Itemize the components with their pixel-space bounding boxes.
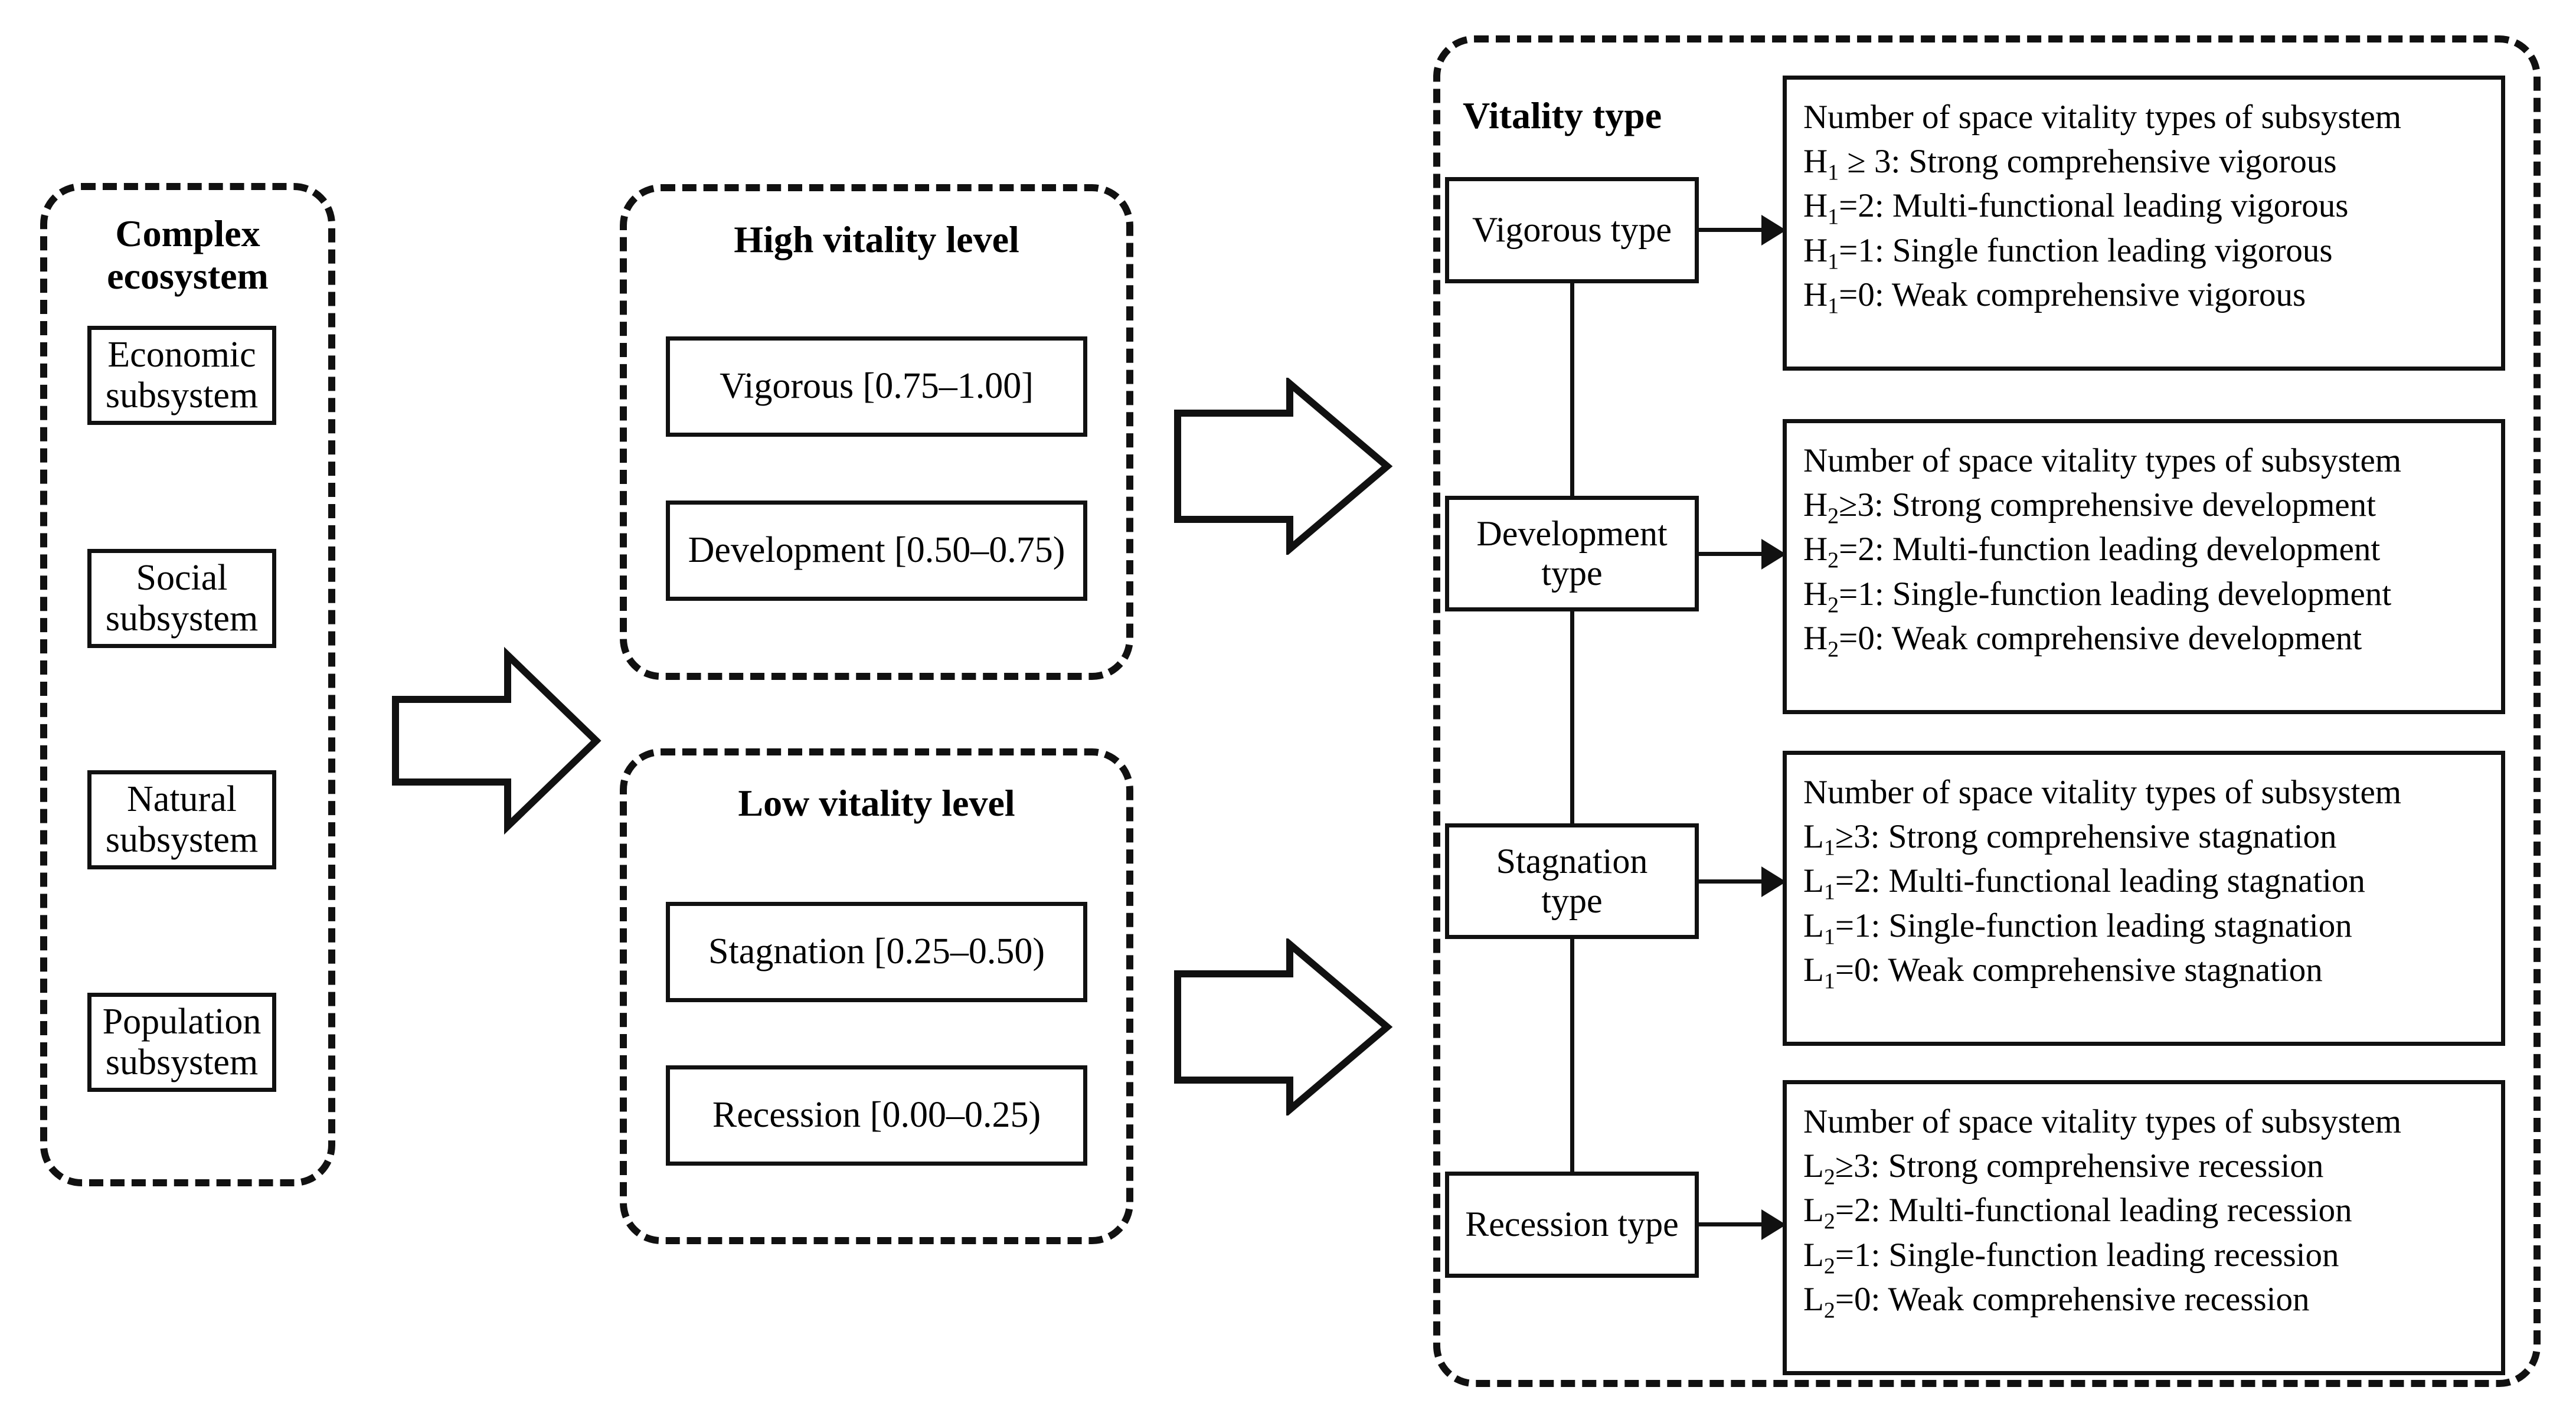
description-rule: H1=0: Weak comprehensive vigorous — [1803, 276, 2306, 319]
description-rule: H1=1: Single function leading vigorous — [1803, 231, 2333, 274]
type-spine-connector — [1570, 257, 1574, 1225]
description-rule: H2=2: Multi-function leading development — [1803, 531, 2381, 573]
subsystem-box-natural[interactable]: Natural subsystem — [87, 770, 276, 869]
description-rule: L1=1: Single-function leading stagnation — [1803, 907, 2352, 950]
description-header: Number of space vitality types of subsys… — [1803, 442, 2402, 479]
connector-vigorous — [1699, 228, 1764, 232]
description-rule: L2=0: Weak comprehensive recession — [1803, 1280, 2310, 1323]
description-rule: H2≥3: Strong comprehensive development — [1803, 486, 2376, 529]
vitality-level-box-development[interactable]: Development [0.50–0.75) — [666, 500, 1087, 601]
description-rule: L2≥3: Strong comprehensive recession — [1803, 1147, 2324, 1190]
description-rule: L2=2: Multi-functional leading recession — [1803, 1192, 2352, 1234]
connector-recession — [1699, 1222, 1764, 1226]
type-box-development[interactable]: Development type — [1445, 496, 1699, 611]
description-rule: H1 ≥ 3: Strong comprehensive vigorous — [1803, 143, 2337, 185]
description-box-stagnation: Number of space vitality types of subsys… — [1783, 751, 2505, 1046]
low-vitality-container — [620, 748, 1133, 1244]
vitality-level-box-stagnation[interactable]: Stagnation [0.25–0.50) — [666, 902, 1087, 1002]
description-rule: H2=1: Single-function leading developmen… — [1803, 575, 2392, 618]
description-rule: H2=0: Weak comprehensive development — [1803, 619, 2362, 662]
high-vitality-container — [620, 184, 1133, 680]
description-rule: L2=1: Single-function leading recession — [1803, 1236, 2339, 1279]
connector-stagnation — [1699, 879, 1764, 884]
connector-development — [1699, 552, 1764, 556]
description-rule: L1≥3: Strong comprehensive stagnation — [1803, 818, 2337, 861]
description-rule: L1=0: Weak comprehensive stagnation — [1803, 951, 2323, 994]
description-header: Number of space vitality types of subsys… — [1803, 99, 2402, 136]
subsystem-box-social[interactable]: Social subsystem — [87, 549, 276, 648]
low-vitality-title: Low vitality level — [738, 782, 1015, 824]
complex-ecosystem-title: Complex ecosystem — [107, 212, 269, 297]
vitality-level-box-recession[interactable]: Recession [0.00–0.25) — [666, 1065, 1087, 1166]
vitality-type-container — [1433, 35, 2541, 1387]
block-arrow-high-to-right — [1174, 378, 1393, 555]
subsystem-box-population[interactable]: Population subsystem — [87, 993, 276, 1092]
complex-ecosystem-container — [40, 183, 335, 1186]
description-header: Number of space vitality types of subsys… — [1803, 774, 2402, 811]
description-box-recession: Number of space vitality types of subsys… — [1783, 1080, 2505, 1375]
type-box-vigorous[interactable]: Vigorous type — [1445, 177, 1699, 283]
description-rule: H1=2: Multi-functional leading vigorous — [1803, 187, 2349, 230]
description-box-development: Number of space vitality types of subsys… — [1783, 419, 2505, 714]
description-box-vigorous: Number of space vitality types of subsys… — [1783, 76, 2505, 371]
vitality-level-box-vigorous[interactable]: Vigorous [0.75–1.00] — [666, 336, 1087, 437]
description-rule: L1=2: Multi-functional leading stagnatio… — [1803, 862, 2365, 905]
block-arrow-low-to-right — [1174, 938, 1393, 1115]
type-box-recession[interactable]: Recession type — [1445, 1172, 1699, 1278]
high-vitality-title: High vitality level — [734, 218, 1019, 260]
arrowhead-vigorous — [1761, 215, 1786, 246]
vitality-type-title: Vitality type — [1463, 94, 1662, 136]
description-header: Number of space vitality types of subsys… — [1803, 1103, 2402, 1140]
arrowhead-development — [1761, 539, 1786, 570]
subsystem-box-economic[interactable]: Economic subsystem — [87, 326, 276, 425]
type-box-stagnation[interactable]: Stagnation type — [1445, 823, 1699, 939]
arrowhead-recession — [1761, 1209, 1786, 1240]
arrowhead-stagnation — [1761, 866, 1786, 897]
block-arrow-left-to-middle — [392, 646, 601, 835]
